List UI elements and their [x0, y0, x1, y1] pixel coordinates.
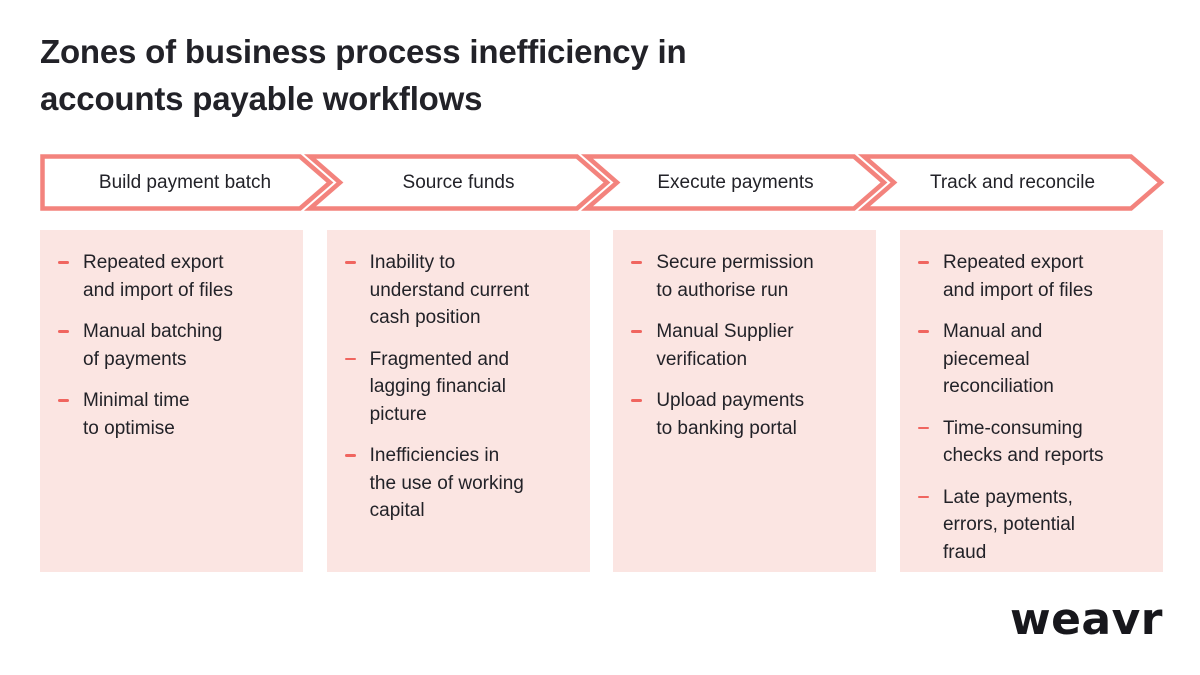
- process-arrow-band: Build payment batch Source funds Execute…: [40, 154, 1165, 211]
- dash-bullet-icon: [917, 495, 929, 498]
- issue-item: Manual Supplier verification: [631, 318, 862, 373]
- weavr-logo: weavr: [1009, 594, 1163, 645]
- issue-text: Time-consuming checks and reports: [942, 417, 1104, 467]
- dash-bullet-icon: [58, 261, 69, 264]
- dash-bullet-icon: [917, 330, 929, 333]
- dash-bullet-icon: [917, 426, 929, 429]
- stage-arrow-shape-4: [857, 154, 1165, 211]
- issue-item: Secure permission to authorise run: [631, 249, 862, 304]
- issue-text: Late payments, errors, potential fraud: [942, 486, 1075, 563]
- panel-build-payment-batch: Repeated export and import of files Manu…: [40, 230, 303, 572]
- stage-label-execute-payments: Execute payments: [657, 171, 814, 193]
- stage-arrow-shape-1: [40, 154, 334, 211]
- issue-text: Manual batching of payments: [83, 321, 223, 370]
- issue-item: Upload payments to banking portal: [631, 387, 862, 442]
- stage-arrow-shape-3: [580, 154, 888, 211]
- issue-text: Inefficiencies in the use of working cap…: [369, 445, 524, 521]
- panel-source-funds: Inability to understand current cash pos…: [326, 230, 590, 572]
- dash-bullet-icon: [58, 330, 69, 333]
- issue-item: Time-consuming checks and reports: [917, 415, 1149, 470]
- issue-item: Manual batching of payments: [58, 318, 289, 373]
- issue-text: Manual and piecemeal reconciliation: [942, 321, 1054, 397]
- panel-execute-payments: Secure permission to authorise run Manua…: [613, 230, 877, 572]
- issue-item: Manual and piecemeal reconciliation: [917, 318, 1149, 401]
- issue-text: Repeated export and import of files: [942, 252, 1093, 301]
- issue-text: Manual Supplier verification: [656, 321, 794, 370]
- stage-label-build-payment-batch: Build payment batch: [98, 171, 272, 193]
- issue-panels: Repeated export and import of files Manu…: [40, 230, 1163, 572]
- issue-item: Inefficiencies in the use of working cap…: [344, 442, 576, 525]
- issue-text: Fragmented and lagging financial picture: [369, 348, 510, 425]
- dash-bullet-icon: [631, 261, 643, 264]
- dash-bullet-icon: [344, 454, 356, 457]
- dash-bullet-icon: [58, 399, 69, 402]
- page-title: Zones of business process inefficiency i…: [40, 33, 687, 117]
- issue-text: Inability to understand current cash pos…: [369, 252, 530, 328]
- dash-bullet-icon: [631, 399, 643, 402]
- issue-item: Late payments, errors, potential fraud: [917, 484, 1149, 567]
- panel-track-and-reconcile: Repeated export and import of files Manu…: [899, 230, 1163, 572]
- dash-bullet-icon: [344, 261, 356, 264]
- issue-item: Inability to understand current cash pos…: [344, 249, 576, 332]
- stage-arrow-shape-2: [303, 154, 611, 211]
- dash-bullet-icon: [344, 357, 356, 360]
- issue-text: Minimal time to optimise: [83, 390, 190, 439]
- arrow-band-graphic: [40, 154, 1165, 211]
- issue-item: Fragmented and lagging financial picture: [344, 346, 576, 429]
- dash-bullet-icon: [917, 261, 929, 264]
- issue-text: Upload payments to banking portal: [656, 390, 805, 439]
- issue-item: Repeated export and import of files: [58, 249, 289, 304]
- stage-label-track-and-reconcile: Track and reconcile: [929, 171, 1096, 193]
- dash-bullet-icon: [631, 330, 643, 333]
- stage-label-source-funds: Source funds: [402, 171, 515, 193]
- issue-text: Secure permission to authorise run: [656, 252, 814, 301]
- issue-item: Minimal time to optimise: [58, 387, 289, 442]
- issue-text: Repeated export and import of files: [83, 252, 233, 301]
- issue-item: Repeated export and import of files: [917, 249, 1149, 304]
